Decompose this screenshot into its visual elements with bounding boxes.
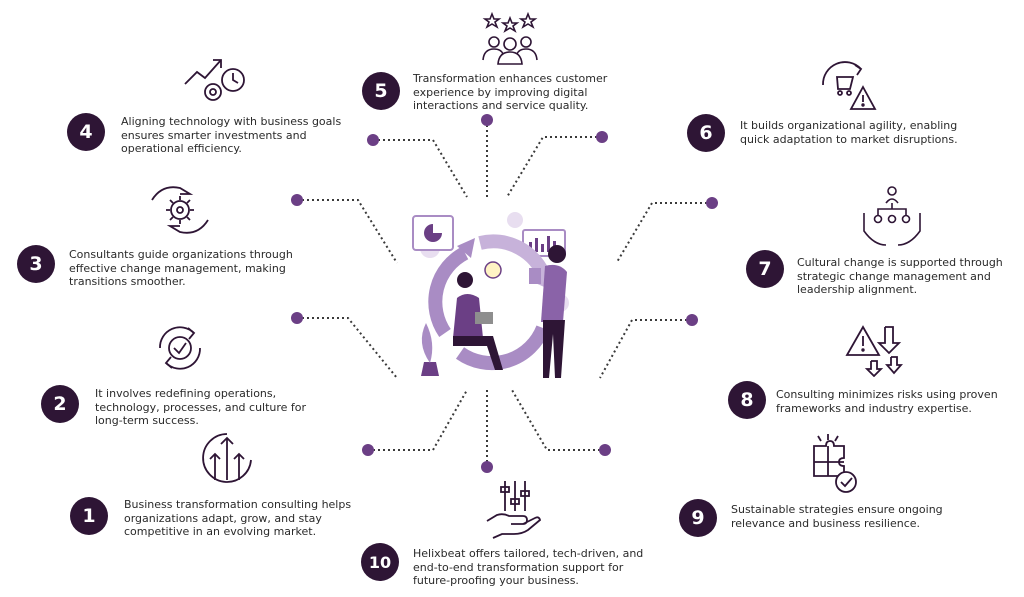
item-text-8: Consulting minimizes risks using proven …: [776, 388, 998, 415]
connector-4: [373, 139, 468, 198]
consultants-cycle-illustration: [405, 208, 595, 387]
badge-10: 10: [361, 543, 399, 581]
item-text-1: Business transformation consulting helps…: [124, 498, 352, 538]
item-text-10: Helixbeat offers tailored, tech-driven, …: [413, 547, 644, 587]
badge-2: 2: [41, 385, 79, 423]
connector-dot-6: [596, 131, 608, 143]
badge-8: 8: [728, 381, 766, 419]
hands-org-chart-icon: [860, 183, 924, 249]
connector-9: [511, 389, 605, 451]
item-text-9: Sustainable strategies ensure ongoing re…: [731, 503, 943, 530]
badge-5: 5: [362, 72, 400, 110]
connector-dot-9: [599, 444, 611, 456]
connector-7: [616, 202, 712, 263]
badge-3: 3: [17, 245, 55, 283]
connector-dot-7: [706, 197, 718, 209]
connector-dot-10: [481, 461, 493, 473]
connector-dot-5: [481, 114, 493, 126]
badge-9: 9: [679, 499, 717, 537]
hands-gear-icon: [148, 180, 212, 240]
connector-3: [297, 199, 398, 264]
rated-team-icon: [478, 12, 542, 66]
item-text-5: Transformation enhances customer experie…: [413, 72, 608, 112]
connector-2: [297, 317, 398, 379]
puzzle-check-icon: [808, 432, 860, 496]
cycle-check-icon: [150, 318, 210, 378]
connector-dot-4: [367, 134, 379, 146]
connector-dot-1: [362, 444, 374, 456]
badge-7: 7: [746, 250, 784, 288]
risk-arrows-icon: [845, 323, 909, 377]
badge-6: 6: [687, 114, 725, 152]
connector-dot-3: [291, 194, 303, 206]
item-text-6: It builds organizational agility, enabli…: [740, 119, 958, 146]
connector-8: [599, 319, 692, 379]
item-text-4: Aligning technology with business goals …: [121, 115, 342, 155]
agility-warning-icon: [817, 57, 877, 113]
growth-arrows-icon: [199, 430, 255, 486]
item-text-2: It involves redefining operations, techn…: [95, 387, 307, 427]
chart-gear-clock-icon: [183, 52, 249, 104]
connector-dot-8: [686, 314, 698, 326]
item-text-7: Cultural change is supported through str…: [797, 256, 1003, 296]
badge-1: 1: [70, 497, 108, 535]
hand-sliders-icon: [483, 477, 543, 539]
badge-4: 4: [67, 113, 105, 151]
item-text-3: Consultants guide organizations through …: [69, 248, 293, 288]
connector-1: [368, 389, 468, 451]
connector-6: [506, 136, 602, 198]
connector-dot-2: [291, 312, 303, 324]
